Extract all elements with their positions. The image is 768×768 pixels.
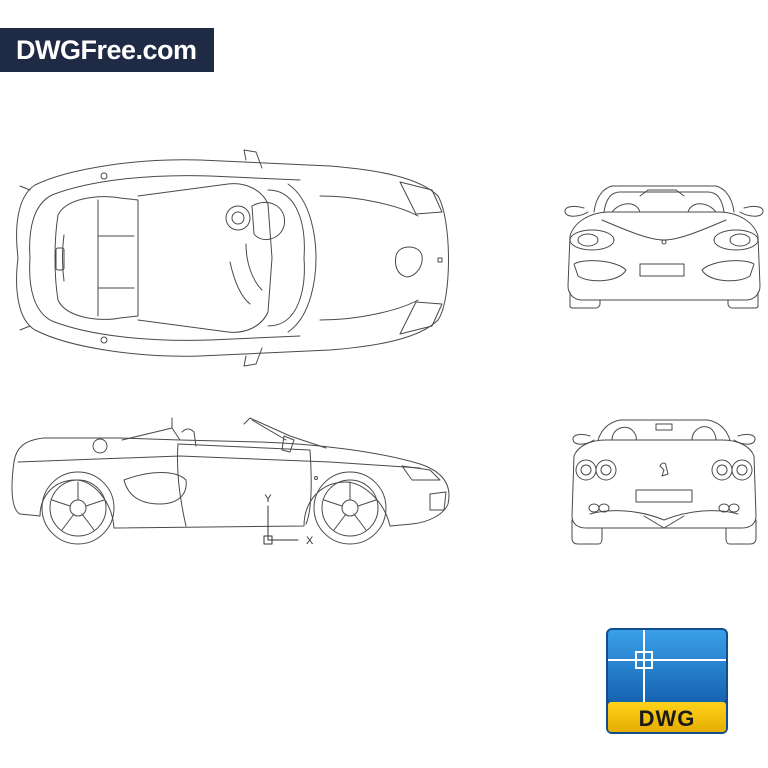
dwg-label: DWG — [638, 706, 696, 731]
ucs-y-label: Y — [264, 493, 272, 505]
logo-text: DWGFree.com — [16, 34, 197, 65]
front-view — [565, 186, 763, 308]
rear-view — [572, 420, 756, 544]
ferrari-emblem-icon — [660, 463, 668, 476]
ucs-axis-icon: Y X — [264, 493, 314, 547]
ucs-x-label: X — [306, 535, 314, 547]
dwg-badge-graphic — [606, 628, 728, 734]
dwg-file-icon[interactable]: DWG — [604, 626, 730, 736]
top-view — [17, 150, 449, 366]
side-view — [12, 418, 449, 544]
dwgfree-logo-banner[interactable]: DWGFree.com — [0, 28, 214, 72]
rear-wheel — [42, 472, 114, 544]
front-wheel — [314, 472, 386, 544]
